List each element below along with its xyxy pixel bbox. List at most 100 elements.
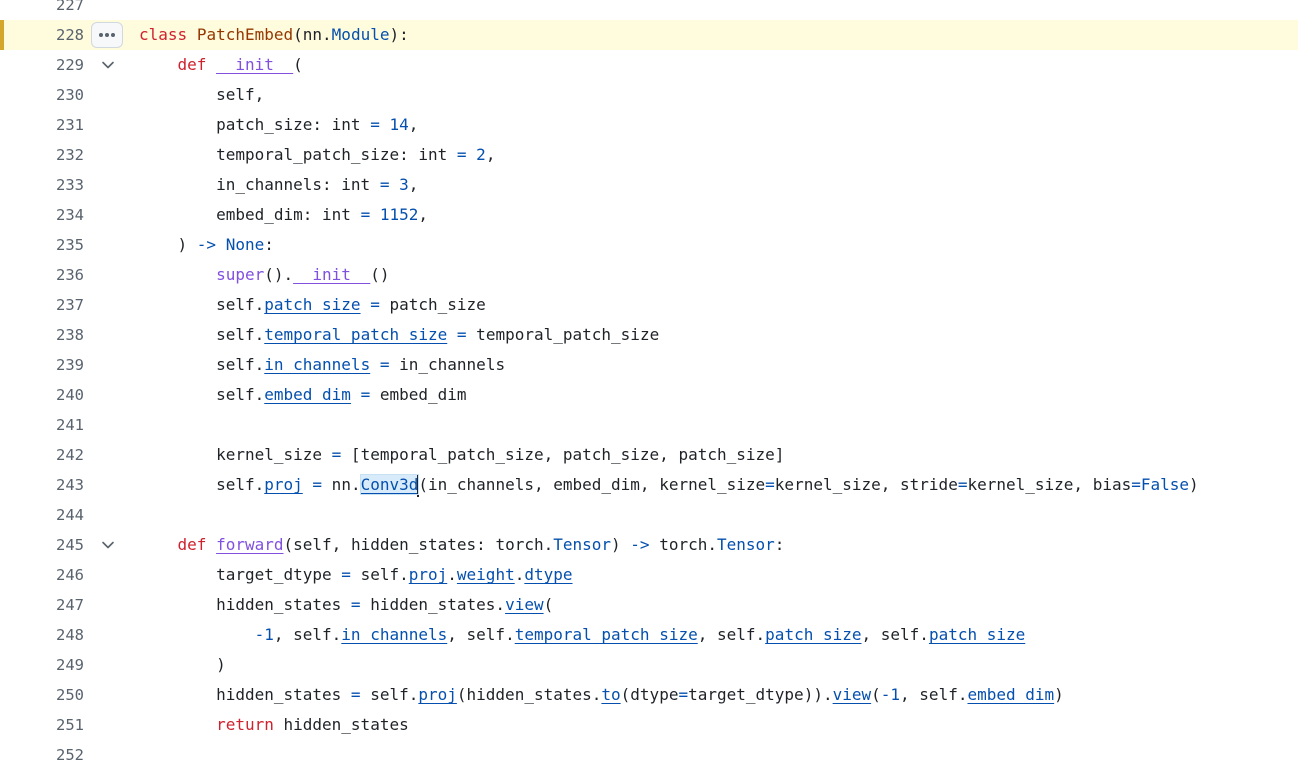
code-text[interactable]: self.in_channels = in_channels	[139, 355, 506, 374]
code-text[interactable]: self.temporal_patch_size = temporal_patc…	[139, 325, 660, 344]
more-options-button[interactable]	[91, 22, 123, 48]
line-number[interactable]: 232	[56, 146, 84, 164]
line-gutter	[91, 290, 123, 320]
code-text[interactable]: self.proj = nn.Conv3d(in_channels, embed…	[139, 470, 1199, 500]
code-text[interactable]: return hidden_states	[216, 715, 409, 734]
code-text[interactable]: embed_dim: int = 1152,	[139, 205, 429, 224]
line-number[interactable]: 249	[56, 656, 84, 674]
line-gutter	[91, 0, 123, 20]
code-text[interactable]: )	[139, 655, 226, 674]
code-line: 229 def __init__(	[0, 50, 1298, 80]
code-line: 232 temporal_patch_size: int = 2,	[0, 140, 1298, 170]
code-text[interactable]: class PatchEmbed(nn.Module):	[139, 25, 409, 44]
line-number[interactable]: 242	[56, 446, 84, 464]
code-line: 240 self.embed_dim = embed_dim	[0, 380, 1298, 410]
line-number[interactable]: 241	[56, 416, 84, 434]
code-line: 228 class PatchEmbed(nn.Module):	[0, 20, 1298, 50]
code-text[interactable]: -1, self.in_channels, self.temporal_patc…	[254, 625, 1026, 644]
line-gutter	[91, 20, 123, 50]
line-number[interactable]: 229	[56, 56, 84, 74]
code-text[interactable]: self.patch_size = patch_size	[139, 295, 486, 314]
line-gutter	[91, 200, 123, 230]
line-number[interactable]: 237	[56, 296, 84, 314]
line-gutter	[91, 500, 123, 530]
code-text[interactable]: in_channels: int = 3,	[139, 175, 419, 194]
code-line: 231 patch_size: int = 14,	[0, 110, 1298, 140]
code-line: 247 hidden_states = hidden_states.view(	[0, 590, 1298, 620]
line-gutter	[91, 530, 123, 560]
code-text[interactable]: self.embed_dim = embed_dim	[139, 385, 467, 404]
code-text[interactable]: def __init__(	[177, 55, 303, 74]
chevron-down-icon[interactable]	[101, 539, 115, 551]
line-gutter	[91, 110, 123, 140]
code-text[interactable]: target_dtype = self.proj.weight.dtype	[139, 565, 573, 584]
code-line: 236 super().__init__()	[0, 260, 1298, 290]
code-text[interactable]: super().__init__()	[216, 265, 390, 284]
line-number[interactable]: 228	[56, 26, 84, 44]
code-line: 252	[0, 740, 1298, 770]
line-gutter	[91, 410, 123, 440]
code-line: 246 target_dtype = self.proj.weight.dtyp…	[0, 560, 1298, 590]
code-line: 249 )	[0, 650, 1298, 680]
dot-icon	[99, 33, 103, 37]
code-text[interactable]: hidden_states = hidden_states.view(	[139, 595, 554, 614]
code-line: 237 self.patch_size = patch_size	[0, 290, 1298, 320]
line-gutter	[91, 230, 123, 260]
code-line: 244	[0, 500, 1298, 530]
line-number[interactable]: 230	[56, 86, 84, 104]
line-number[interactable]: 231	[56, 116, 84, 134]
line-number[interactable]: 238	[56, 326, 84, 344]
code-line: 238 self.temporal_patch_size = temporal_…	[0, 320, 1298, 350]
line-gutter	[91, 560, 123, 590]
code-line: 245 def forward(self, hidden_states: tor…	[0, 530, 1298, 560]
line-gutter	[91, 650, 123, 680]
dot-icon	[111, 33, 115, 37]
line-number[interactable]: 236	[56, 266, 84, 284]
line-gutter	[91, 320, 123, 350]
line-gutter	[91, 740, 123, 770]
line-gutter	[91, 260, 123, 290]
line-number[interactable]: 252	[56, 746, 84, 764]
code-line: 241	[0, 410, 1298, 440]
line-gutter	[91, 680, 123, 710]
code-line: 248 -1, self.in_channels, self.temporal_…	[0, 620, 1298, 650]
line-number[interactable]: 240	[56, 386, 84, 404]
code-text[interactable]: temporal_patch_size: int = 2,	[139, 145, 496, 164]
code-text[interactable]: self,	[139, 85, 265, 104]
code-text[interactable]: ) -> None:	[139, 235, 274, 254]
line-number[interactable]: 233	[56, 176, 84, 194]
line-number[interactable]: 250	[56, 686, 84, 704]
line-gutter	[91, 590, 123, 620]
code-line: 227	[0, 0, 1298, 20]
code-line: 235 ) -> None:	[0, 230, 1298, 260]
code-line: 239 self.in_channels = in_channels	[0, 350, 1298, 380]
code-text[interactable]: patch_size: int = 14,	[139, 115, 419, 134]
line-number[interactable]: 245	[56, 536, 84, 554]
line-gutter	[91, 140, 123, 170]
line-number[interactable]: 244	[56, 506, 84, 524]
code-text[interactable]: def forward(self, hidden_states: torch.T…	[177, 535, 785, 554]
line-number[interactable]: 247	[56, 596, 84, 614]
code-text[interactable]: kernel_size = [temporal_patch_size, patc…	[139, 445, 785, 464]
line-gutter	[91, 170, 123, 200]
code-text[interactable]: hidden_states = self.proj(hidden_states.…	[139, 685, 1064, 704]
line-gutter	[91, 80, 123, 110]
code-line: 242 kernel_size = [temporal_patch_size, …	[0, 440, 1298, 470]
line-gutter	[91, 350, 123, 380]
line-number[interactable]: 248	[56, 626, 84, 644]
code-line: 251 return hidden_states	[0, 710, 1298, 740]
code-line: 233 in_channels: int = 3,	[0, 170, 1298, 200]
line-number[interactable]: 234	[56, 206, 84, 224]
line-number[interactable]: 243	[56, 476, 84, 494]
chevron-down-icon[interactable]	[101, 59, 115, 71]
line-number[interactable]: 246	[56, 566, 84, 584]
line-gutter	[91, 440, 123, 470]
line-number[interactable]: 227	[56, 0, 84, 14]
line-number[interactable]: 251	[56, 716, 84, 734]
line-number[interactable]: 239	[56, 356, 84, 374]
line-gutter	[91, 470, 123, 500]
code-line: 230 self,	[0, 80, 1298, 110]
line-number[interactable]: 235	[56, 236, 84, 254]
line-gutter	[91, 620, 123, 650]
